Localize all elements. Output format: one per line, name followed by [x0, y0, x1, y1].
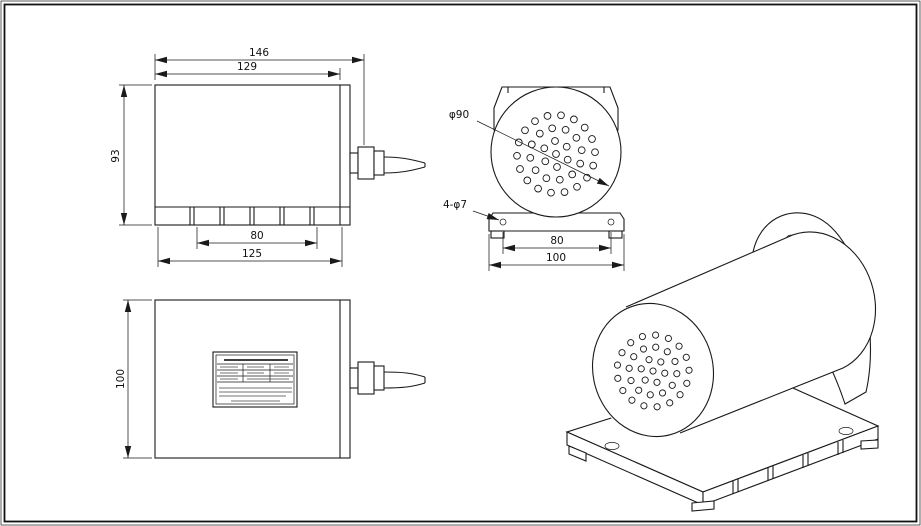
front-base	[488, 212, 625, 232]
leader-body-diameter	[476, 120, 610, 187]
side-body-outline	[154, 84, 351, 226]
top-view: 100	[115, 299, 426, 459]
side-view: 146 129 93 80 125	[110, 47, 426, 267]
top-dimensions: 100	[115, 299, 152, 459]
cable-gland-side	[349, 146, 426, 180]
dim-depth: 100	[115, 369, 127, 389]
front-dimensions: 80 100	[488, 232, 625, 271]
iso-base-ribs	[732, 440, 844, 494]
side-dimensions: 146 129 93 80 125	[110, 47, 365, 267]
mount-hole-right	[607, 218, 615, 226]
isometric-view	[565, 212, 880, 512]
front-foot-right	[608, 230, 623, 239]
dim-body-width: 129	[237, 61, 257, 73]
nameplate	[212, 351, 298, 408]
dim-slot-span: 80	[250, 230, 263, 242]
dim-base-width: 125	[242, 248, 262, 260]
iso-foot-left	[568, 445, 587, 462]
front-grille	[513, 111, 599, 197]
iso-grille	[613, 331, 693, 411]
front-callouts: φ90 4-φ7	[443, 109, 610, 221]
label-mount-holes: 4-φ7	[443, 199, 467, 211]
cable-gland-top	[349, 361, 426, 395]
dim-height: 93	[110, 149, 122, 162]
dim-hole-spacing: 80	[550, 235, 563, 247]
leader-mount-holes	[472, 210, 500, 221]
dim-base-width-front: 100	[546, 252, 566, 264]
label-body-diameter: φ90	[449, 109, 469, 121]
dim-overall-width: 146	[249, 47, 269, 59]
iso-cylinder	[590, 231, 877, 439]
front-foot-left	[490, 230, 505, 239]
iso-base	[565, 371, 880, 512]
mount-hole-left	[499, 218, 507, 226]
iso-base-hole-right	[838, 427, 854, 435]
iso-foot-right	[860, 439, 879, 450]
iso-foot-front	[691, 500, 715, 512]
front-view: φ90 4-φ7 80 100	[443, 86, 625, 271]
side-base-ribs	[189, 207, 315, 225]
iso-base-hole-left	[604, 442, 620, 450]
